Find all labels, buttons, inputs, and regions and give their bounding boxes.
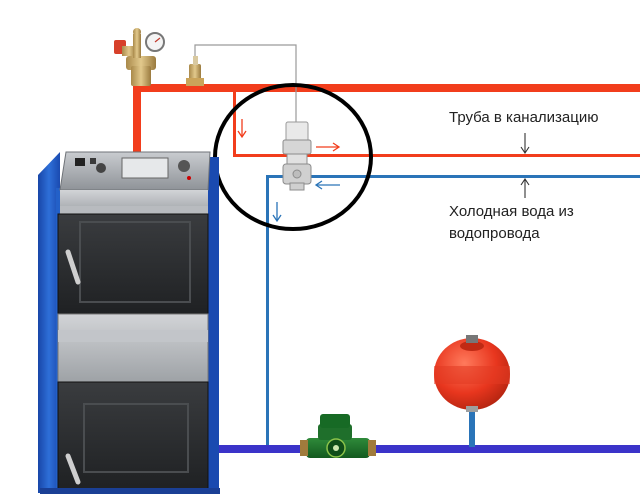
door-handle-icon — [65, 453, 81, 485]
thermostat-knob-icon — [96, 163, 106, 173]
label-cold-water-line1: Холодная вода из — [449, 203, 574, 220]
safety-group — [114, 28, 165, 86]
flow-arrow-down-blue — [272, 202, 282, 223]
thermostat-knob-icon — [178, 160, 190, 172]
thermal-discharge-valve — [282, 121, 312, 191]
label-pointer-sewer — [520, 133, 530, 154]
door-handle-icon — [65, 249, 81, 285]
return-pipe — [208, 405, 640, 453]
hot-supply-pipe — [133, 84, 640, 154]
circulation-pump — [300, 414, 376, 458]
label-cold-water: Холодная вода из водопровода — [449, 201, 574, 245]
control-display — [121, 157, 169, 179]
flow-arrow-down-red — [237, 119, 247, 139]
drain-pipe — [233, 92, 640, 157]
upper-loading-door — [57, 213, 209, 315]
ash-pan-door — [57, 381, 209, 491]
thermal-sensor-valve — [186, 56, 204, 86]
solid-fuel-boiler — [38, 151, 220, 494]
flow-arrow-right-red — [316, 142, 341, 152]
label-cold-water-line2: водопровода — [449, 225, 540, 242]
cold-water-pipe — [266, 175, 640, 450]
label-sewer-pipe: Труба в канализацию — [449, 109, 599, 126]
expansion-tank — [434, 335, 510, 412]
label-pointer-cold — [520, 178, 530, 198]
flow-arrow-left-blue — [314, 180, 340, 190]
